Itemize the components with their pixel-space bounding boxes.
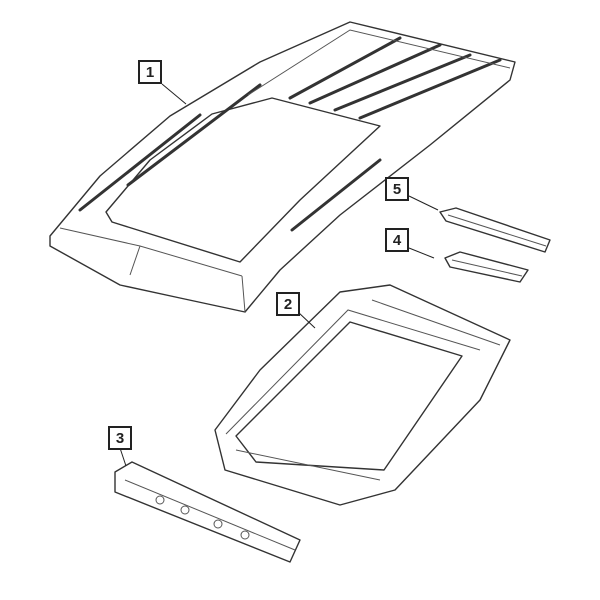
callout-1: 1 <box>138 60 162 84</box>
leader-line-2 <box>297 311 316 329</box>
rear-bow <box>439 207 551 253</box>
roof-panel <box>49 21 516 313</box>
callout-3: 3 <box>108 426 132 450</box>
leader-line-1 <box>161 83 187 105</box>
leader-line-3 <box>119 447 127 467</box>
bow-bracket <box>444 251 529 283</box>
front-header <box>114 461 301 563</box>
sunroof-frame <box>214 284 511 506</box>
leader-line-5 <box>408 195 439 211</box>
callout-2: 2 <box>276 292 300 316</box>
callout-5: 5 <box>385 177 409 201</box>
callout-4: 4 <box>385 228 409 252</box>
leader-line-4 <box>408 247 435 259</box>
